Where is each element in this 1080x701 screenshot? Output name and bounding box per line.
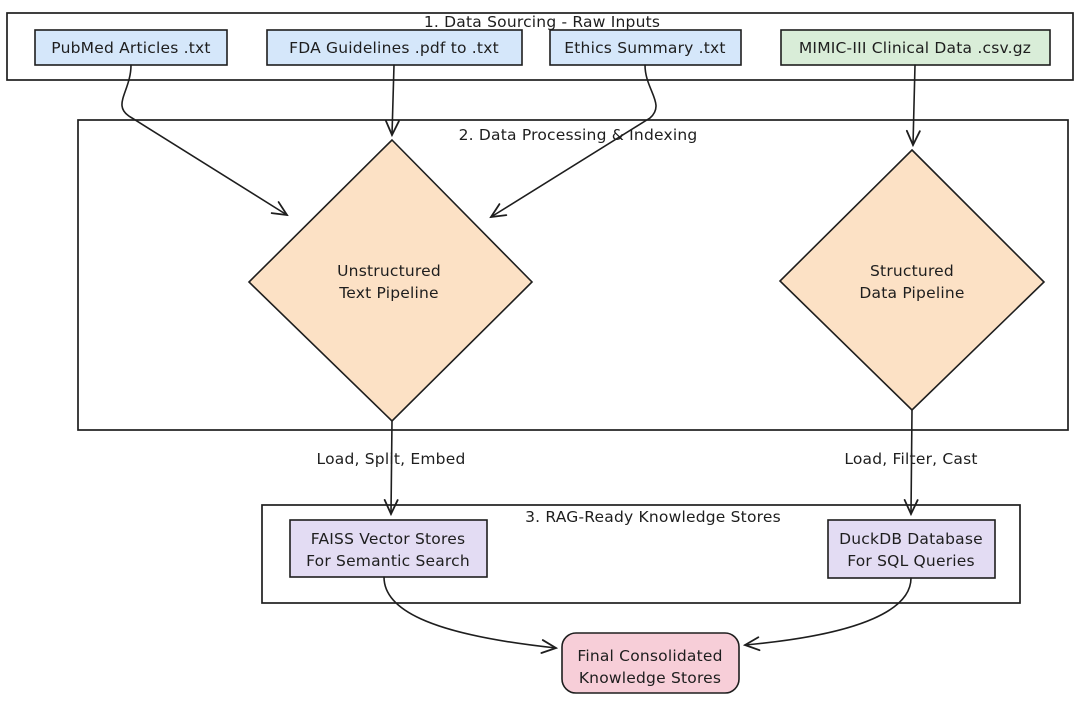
unstructured-pipeline-label-line1: Unstructured [337, 262, 441, 280]
source-label-fda: FDA Guidelines .pdf to .txt [289, 39, 499, 57]
final-label-line2: Knowledge Stores [579, 669, 721, 687]
arrow-duckdb-to-final [745, 577, 912, 645]
edge-label-load-split-embed: Load, Split, Embed [317, 450, 466, 468]
structured-pipeline-label-line1: Structured [870, 262, 954, 280]
arrow-structured-to-duckdb [911, 409, 912, 514]
source-label-pubmed: PubMed Articles .txt [51, 39, 210, 57]
arrow-mimic-to-structured [913, 64, 915, 145]
final-knowledge-stores-box [561, 632, 740, 694]
final-label-line1: Final Consolidated [577, 647, 722, 665]
stage3-title: 3. RAG-Ready Knowledge Stores [525, 508, 781, 526]
store-label-duckdb-line1: DuckDB Database [839, 530, 983, 548]
arrow-ethics-to-unstructured [491, 64, 657, 217]
edge-label-load-filter-cast: Load, Filter, Cast [844, 450, 977, 468]
stage2-title: 2. Data Processing & Indexing [459, 126, 698, 144]
store-label-faiss-line2: For Semantic Search [306, 552, 470, 570]
source-box-fda [266, 29, 523, 66]
arrow-faiss-to-final [383, 576, 556, 648]
stage1-title: 1. Data Sourcing - Raw Inputs [424, 13, 660, 31]
store-box-duckdb [827, 519, 996, 579]
structured-pipeline-label-line2: Data Pipeline [859, 284, 964, 302]
arrow-fda-to-unstructured [392, 64, 394, 135]
source-box-mimic [780, 29, 1051, 66]
source-label-mimic: MIMIC-III Clinical Data .csv.gz [799, 39, 1031, 57]
store-label-duckdb-line2: For SQL Queries [847, 552, 975, 570]
store-label-faiss-line1: FAISS Vector Stores [311, 530, 465, 548]
arrow-unstructured-to-faiss [391, 420, 392, 514]
unstructured-pipeline-label-line2: Text Pipeline [338, 284, 439, 302]
store-box-faiss [289, 519, 488, 578]
source-label-ethics: Ethics Summary .txt [564, 39, 725, 57]
arrow-pubmed-to-unstructured [121, 64, 287, 215]
